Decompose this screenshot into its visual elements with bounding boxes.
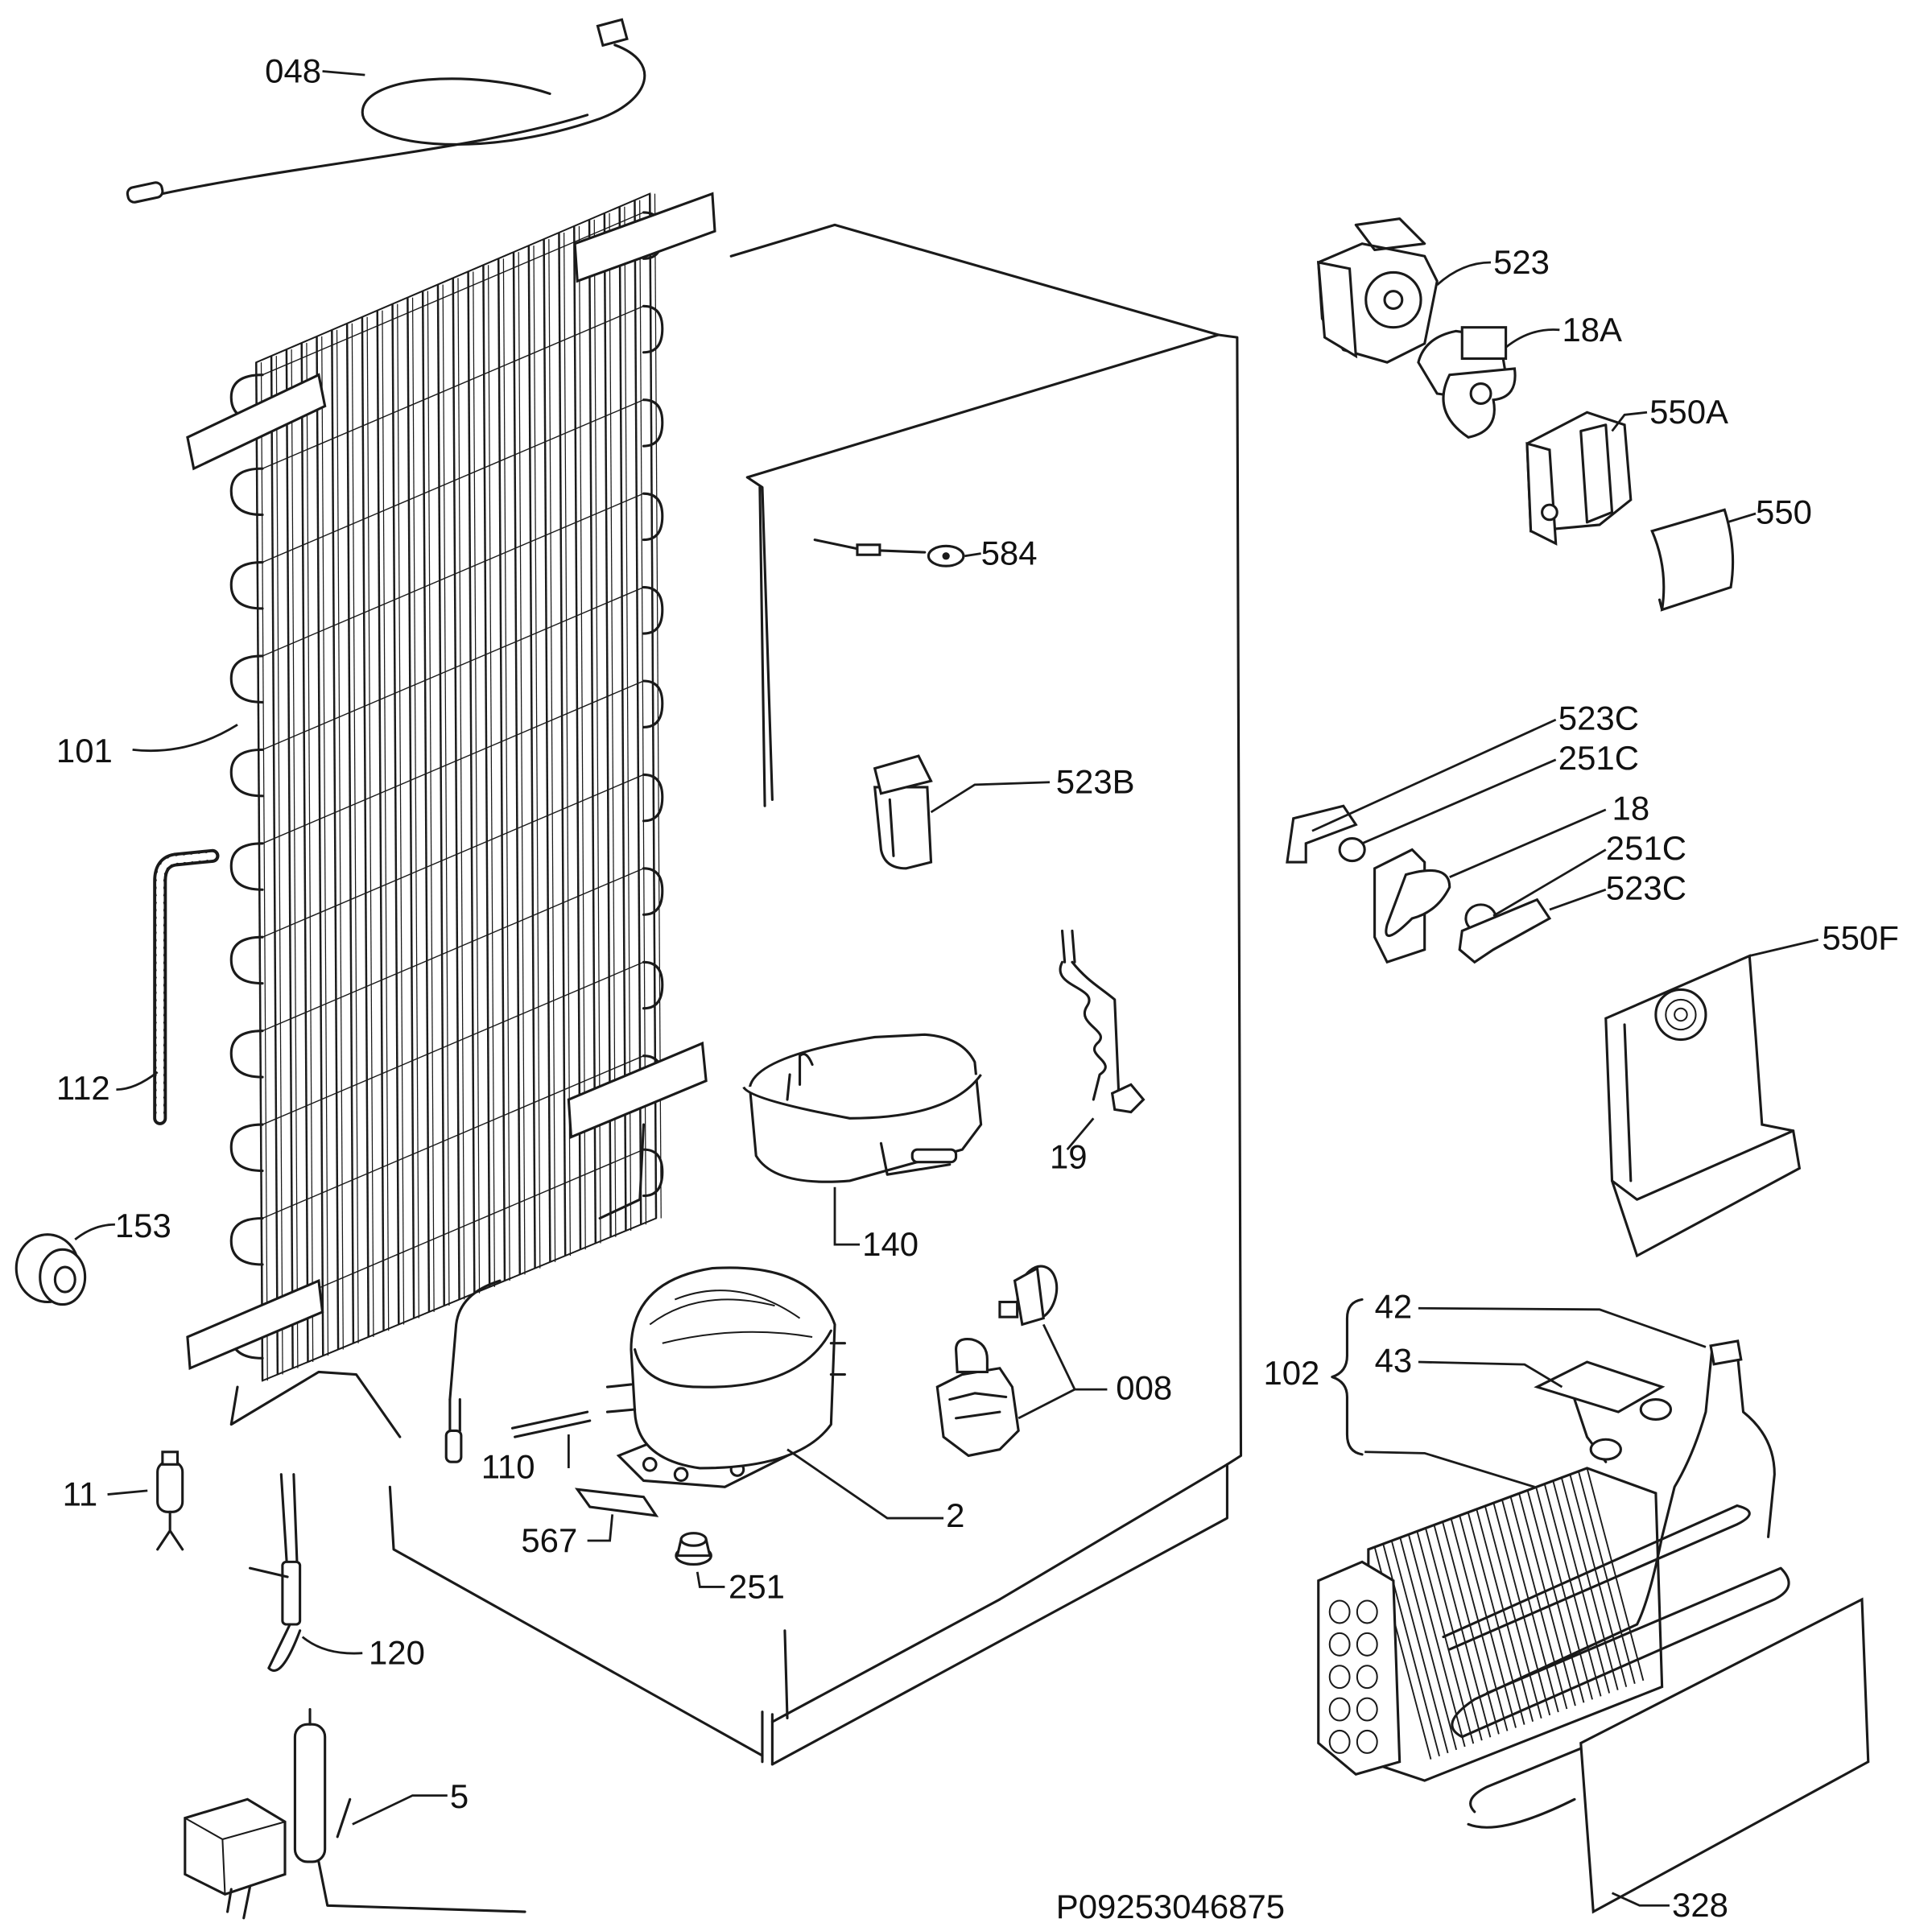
leader-lines [74,70,1818,1907]
label-2: 2 [946,1496,964,1534]
label-251c-top: 251C [1558,739,1639,777]
label-251c-bottom: 251C [1606,829,1686,867]
cover-550 [1650,508,1735,612]
compressor-2 [605,1266,846,1488]
evaporator-assembly [1317,1339,1870,1914]
label-567: 567 [521,1521,577,1559]
label-19: 19 [1050,1137,1088,1175]
label-11: 11 [63,1475,98,1513]
part-labels: 048 101 112 153 11 120 5 584 523 18A 550… [56,52,1899,1923]
image-code: P09253046875 [1056,1888,1285,1923]
heater-19 [1059,929,1146,1114]
label-008: 008 [1116,1369,1172,1407]
label-550f: 550F [1822,919,1899,957]
label-523c-top: 523C [1558,699,1639,737]
thermostat-550a [1525,411,1633,546]
label-112: 112 [56,1069,110,1107]
label-110: 110 [481,1447,535,1485]
label-328: 328 [1672,1886,1728,1923]
label-153: 153 [115,1207,171,1244]
label-42: 42 [1375,1288,1413,1326]
fan-motor-18a [1417,326,1517,439]
label-523c-bottom: 523C [1606,869,1686,907]
valve-11 [156,1451,184,1551]
label-101: 101 [56,732,113,770]
label-18a: 18A [1562,311,1622,349]
bracket-523b [873,754,933,870]
fan-housing-523 [1317,217,1439,364]
sensor-cable-048 [126,18,646,204]
label-18: 18 [1612,789,1650,827]
group-brace-102 [1331,1298,1364,1456]
small-parts-110-567-251 [510,1410,712,1566]
label-523: 523 [1493,243,1550,281]
label-584: 584 [981,534,1038,572]
condenser-coil [186,192,716,1438]
panel-550f [1604,954,1802,1258]
label-140: 140 [862,1225,919,1263]
solenoid-valve-5 [184,1708,526,1920]
label-5: 5 [450,1777,469,1815]
sensor-584 [813,539,965,567]
grommet-153 [14,1233,87,1306]
relay-008 [935,1265,1059,1458]
label-120: 120 [369,1634,425,1672]
label-550a: 550A [1649,393,1728,431]
capillary-120 [248,1473,302,1672]
label-43: 43 [1375,1341,1413,1379]
refrigerator-cabinet [388,223,1243,1766]
label-523b: 523B [1056,763,1135,801]
drain-tube-112 [153,848,220,1125]
label-048: 048 [265,52,321,89]
drip-tray-140 [742,1033,983,1183]
label-550: 550 [1756,493,1812,530]
label-251: 251 [729,1567,785,1605]
label-102: 102 [1263,1354,1319,1392]
